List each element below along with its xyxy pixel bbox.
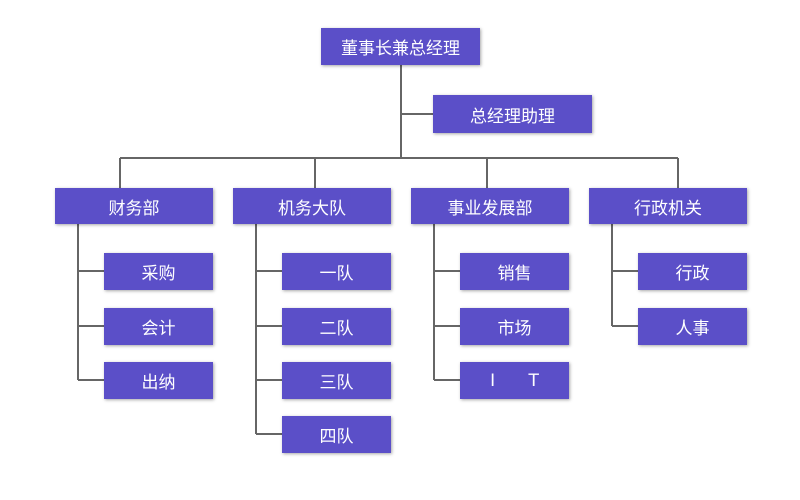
node-cashier: 出纳 <box>104 362 213 399</box>
node-team-2: 二队 <box>282 308 391 345</box>
dept-maintenance-brigade: 机务大队 <box>233 188 391 224</box>
node-team-3: 三队 <box>282 362 391 399</box>
dept-administration: 行政机关 <box>589 188 747 224</box>
dept-finance: 财务部 <box>55 188 213 224</box>
node-team-1: 一队 <box>282 253 391 290</box>
node-hr: 人事 <box>638 308 747 345</box>
node-team-4: 四队 <box>282 416 391 453</box>
dept-business-development: 事业发展部 <box>411 188 569 224</box>
node-accounting: 会计 <box>104 308 213 345</box>
node-gm-assistant: 总经理助理 <box>433 95 592 133</box>
node-sales: 销售 <box>460 253 569 290</box>
node-it: I T <box>460 362 569 399</box>
node-admin: 行政 <box>638 253 747 290</box>
node-chairman-gm: 董事长兼总经理 <box>321 28 480 65</box>
node-marketing: 市场 <box>460 308 569 345</box>
node-purchasing: 采购 <box>104 253 213 290</box>
